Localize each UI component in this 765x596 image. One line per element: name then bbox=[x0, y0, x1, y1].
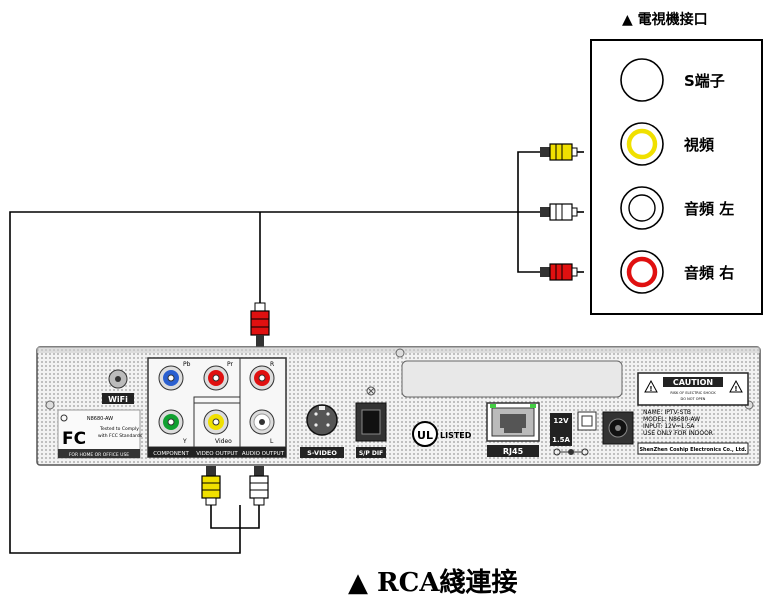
white-plug-cable bbox=[240, 505, 260, 529]
tv-jack-0: S端子 bbox=[620, 58, 725, 102]
audio-output-label: AUDIO OUTPUT bbox=[242, 451, 285, 457]
power-current: 1.5A bbox=[552, 436, 570, 444]
caution-small-2: DO NOT OPEN bbox=[681, 397, 706, 401]
rj45-port: RJ45 bbox=[486, 402, 540, 457]
tv-jack-2: 音頻 左 bbox=[620, 186, 734, 230]
home-office-text: FOR HOME OR OFFICE USE bbox=[69, 452, 129, 458]
rca-plug-white-right bbox=[540, 203, 584, 221]
tv-panel-frame bbox=[590, 39, 763, 315]
tv-panel-title: ▲ 電視機接口 bbox=[622, 11, 708, 28]
svideo-label: S-VIDEO bbox=[307, 449, 337, 457]
svg-text:!: ! bbox=[649, 385, 652, 393]
tv-jack-label: 音頻 左 bbox=[684, 200, 734, 218]
wifi-label: WiFi bbox=[108, 395, 128, 404]
spec-model: MODEL: N8680-AW bbox=[643, 416, 700, 423]
pb-label: Pb bbox=[183, 361, 191, 368]
fcc-text-1: Tested to Comply bbox=[99, 426, 139, 432]
fcc-label: N8680-AW FC Tested to Comply with FCC St… bbox=[57, 409, 143, 459]
pr-label: Pr bbox=[227, 361, 234, 368]
fcc-text-2: with FCC Standards bbox=[98, 433, 143, 439]
listed-label: LISTED bbox=[440, 431, 472, 440]
tv-jack-label: 視頻 bbox=[683, 136, 714, 154]
rca-plug-yellow-device bbox=[201, 466, 221, 506]
spec-name: NAME: IPTV-STB bbox=[643, 409, 691, 416]
tv-jack-color-ring bbox=[626, 256, 658, 288]
jack-pb bbox=[158, 365, 184, 391]
svg-text:!: ! bbox=[734, 385, 737, 393]
spec-input: INPUT: 12V⎓1.5A bbox=[643, 423, 695, 430]
tv-jack-label: S端子 bbox=[684, 72, 725, 90]
rj45-label: RJ45 bbox=[503, 447, 524, 456]
splitter-red bbox=[517, 212, 540, 273]
caution-small-1: RISK OF ELECTRIC SHOCK bbox=[670, 391, 716, 395]
jack-y bbox=[158, 409, 184, 435]
ul-logo: UL bbox=[417, 429, 433, 442]
caution-label: ! ! CAUTION RISK OF ELECTRIC SHOCK DO NO… bbox=[637, 372, 749, 455]
video-output-label: VIDEO OUTPUT bbox=[196, 451, 238, 457]
power-voltage: 12V bbox=[553, 417, 569, 425]
video-label: Video bbox=[215, 438, 232, 445]
ul-listed-mark: UL LISTED bbox=[412, 421, 472, 447]
r-label: R bbox=[270, 361, 274, 368]
spdif-label: S/P DIF bbox=[359, 450, 383, 457]
power-section: 12V 1.5A bbox=[550, 411, 634, 456]
jack-audio-right bbox=[249, 365, 275, 391]
caution-title: CAUTION bbox=[673, 378, 713, 387]
rca-plug-red-device bbox=[250, 302, 270, 347]
rca-plug-red-right bbox=[540, 263, 584, 281]
screw-left bbox=[45, 400, 55, 410]
tv-jack-1: 視頻 bbox=[620, 122, 714, 166]
model-small-text: N8680-AW bbox=[87, 416, 113, 422]
svideo-port: S-VIDEO bbox=[300, 404, 344, 458]
rca-plug-white-device bbox=[249, 466, 269, 506]
screw-top bbox=[395, 348, 405, 358]
tv-panel: ▲ 電視機接口 bbox=[590, 11, 763, 315]
spdif-port: S/P DIF bbox=[355, 386, 387, 458]
jack-pr bbox=[203, 365, 229, 391]
set-top-box-rear-panel: WiFi N8680-AW FC Tested to Comply with F… bbox=[36, 346, 761, 466]
maker-text: ShenZhen Coship Electronics Co., Ltd. bbox=[639, 447, 746, 453]
diagram-caption: ▲ RCA綫連接 bbox=[348, 567, 518, 596]
splitter-yellow bbox=[517, 151, 540, 212]
component-label: COMPONENT bbox=[153, 451, 189, 457]
y-label: Y bbox=[182, 438, 187, 445]
jack-video bbox=[203, 409, 229, 435]
fc-logo: FC bbox=[62, 429, 86, 449]
tv-jack-color-ring bbox=[626, 128, 658, 160]
l-label: L bbox=[270, 438, 274, 445]
av-output-panel: Pb Pr R Y Video L bbox=[147, 357, 287, 458]
tv-jack-3: 音頻 右 bbox=[620, 250, 734, 294]
cables bbox=[9, 151, 540, 554]
rca-plug-yellow-right bbox=[540, 143, 584, 161]
yellow-plug-cable bbox=[210, 505, 240, 529]
tv-jack-label: 音頻 右 bbox=[684, 264, 734, 282]
tv-jack-color-ring bbox=[628, 194, 656, 222]
blank-cover-plate bbox=[401, 360, 623, 398]
composite-audio-cable-loop bbox=[9, 211, 540, 554]
jack-audio-left bbox=[249, 409, 275, 435]
spec-use: USE ONLY FOR INDOOR bbox=[643, 430, 713, 437]
tv-jack-color-ring bbox=[629, 67, 655, 93]
